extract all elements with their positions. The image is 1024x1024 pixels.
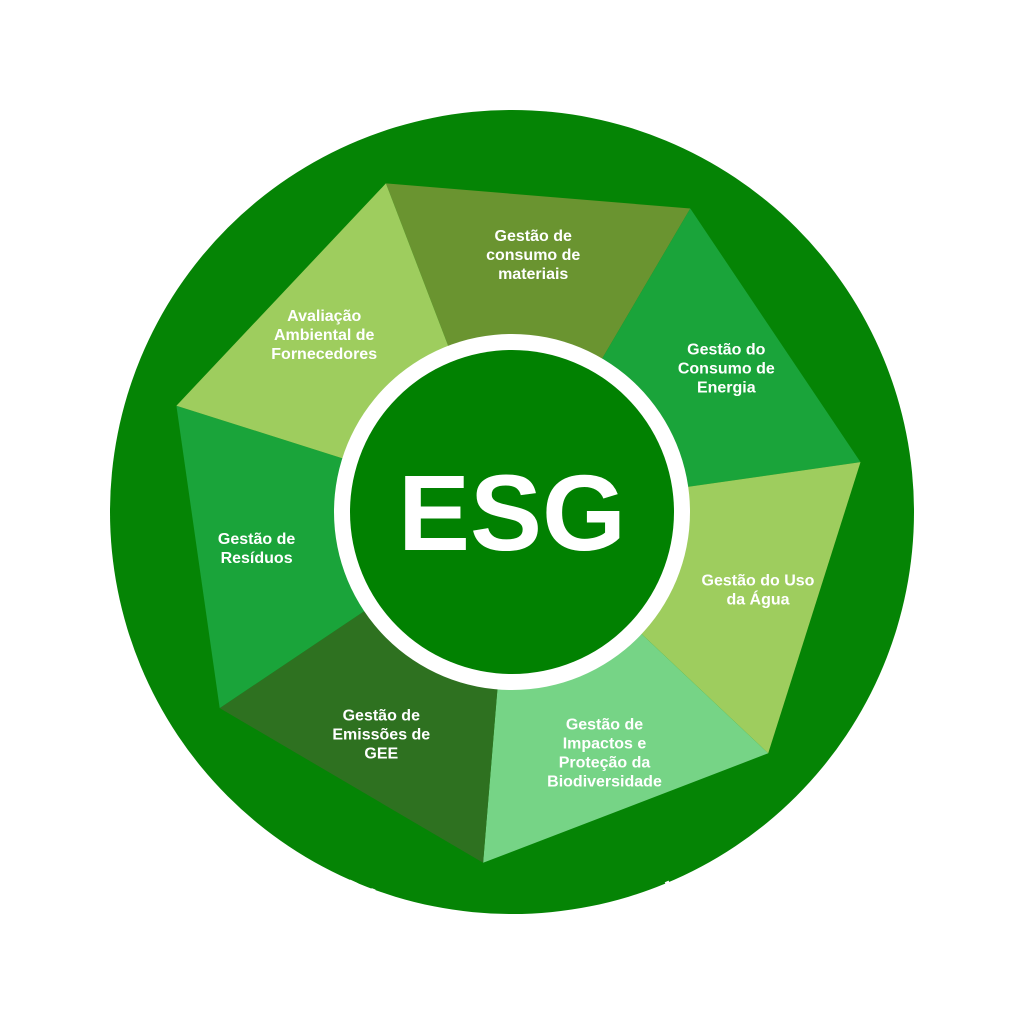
segment-label-line: Gestão do Uso: [702, 572, 815, 589]
segment-label-residuos: Gestão de Resíduos: [218, 531, 295, 567]
segment-label-line: Energia: [697, 379, 756, 396]
segment-label-line: Gestão de: [218, 531, 295, 548]
segment-label-line: Gestão de: [495, 228, 572, 245]
segment-label-materiais: Gestão de consumo de materiais: [486, 228, 580, 283]
segment-label-line: Gestão de: [343, 708, 420, 725]
segment-label-line: Resíduos: [221, 550, 293, 567]
segment-label-biodiversidade: Gestão de Impactos e Proteção da Biodiversi…: [547, 716, 662, 790]
segment-label-line: Emissões de: [332, 727, 430, 744]
segment-label-line: Avaliação: [287, 308, 361, 325]
segment-label-line: Gestão do: [687, 341, 765, 358]
segment-materiais: [385, 183, 691, 383]
segment-label-line: Consumo de: [678, 360, 775, 377]
center-circle: [350, 350, 674, 674]
segment-label-line: materiais: [498, 266, 568, 283]
segment-label-line: da Água: [726, 589, 789, 608]
segment-label-emissoes: Gestão de Emissões de GEE: [332, 708, 430, 763]
segment-label-line: Proteção da: [559, 754, 651, 771]
segment-label-line: Impactos e: [563, 735, 647, 752]
segment-label-line: GEE: [364, 746, 398, 763]
segment-label-line: Fornecedores: [271, 346, 377, 363]
segment-label-line: Gestão de: [566, 716, 643, 733]
segment-label-energia: Gestão do Consumo de Energia: [678, 341, 775, 396]
segment-label-line: Ambiental de: [274, 327, 375, 344]
segment-label-line: Biodiversidade: [547, 773, 662, 790]
segment-label-line: consumo de: [486, 247, 580, 264]
segment-residuos: [176, 405, 388, 709]
center-label: ESG: [398, 452, 626, 573]
